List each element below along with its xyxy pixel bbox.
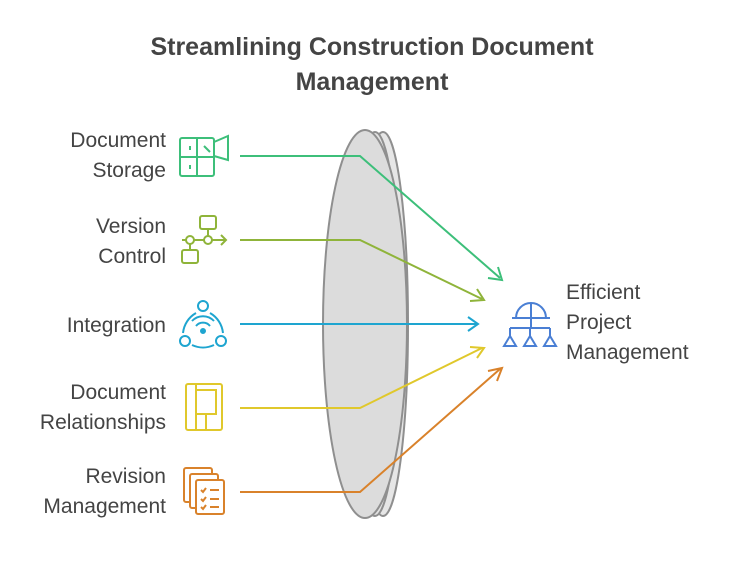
input-label-line-2: Control	[98, 245, 166, 268]
revision-management-icon	[183, 467, 225, 515]
input-label-document-relationships: Document Relationships	[0, 378, 166, 438]
input-label-line-1: Document	[70, 381, 166, 404]
input-label-line-1: Document	[70, 129, 166, 152]
arrow-document-storage	[240, 155, 504, 282]
title-line-2: Management	[295, 68, 449, 96]
output-label-line-3: Management	[566, 341, 689, 364]
input-label-line-2: Storage	[92, 159, 166, 182]
document-relationships-icon	[185, 383, 223, 431]
integration-icon	[179, 300, 227, 349]
arrow-revision-management	[240, 366, 504, 493]
input-label-line-1: Revision	[85, 465, 166, 488]
document-storage-icon	[179, 134, 229, 177]
arrow-integration	[240, 316, 480, 332]
version-control-icon	[181, 215, 228, 264]
input-label-line-2: Relationships	[39, 411, 166, 434]
project-management-icon	[502, 302, 558, 347]
input-label-document-storage: Document Storage	[0, 126, 166, 186]
output-label-line-2: Project	[566, 311, 632, 334]
arrow-document-relationships	[240, 346, 486, 409]
output-label-line-1: Efficient	[566, 281, 641, 304]
input-label-line-1: Version	[95, 215, 166, 238]
title-line-1: Streamlining Construction Document	[150, 33, 594, 61]
diagram-title: Streamlining Construction Document Manag…	[0, 30, 744, 100]
output-label: Efficient Project Management	[566, 278, 689, 368]
input-label-integration: Integration	[0, 311, 166, 341]
input-label-line-2: Management	[43, 495, 166, 518]
input-label-line-1: Integration	[66, 314, 166, 337]
arrow-version-control	[240, 239, 486, 302]
input-label-revision-management: Revision Management	[0, 462, 166, 522]
input-label-version-control: Version Control	[0, 212, 166, 272]
